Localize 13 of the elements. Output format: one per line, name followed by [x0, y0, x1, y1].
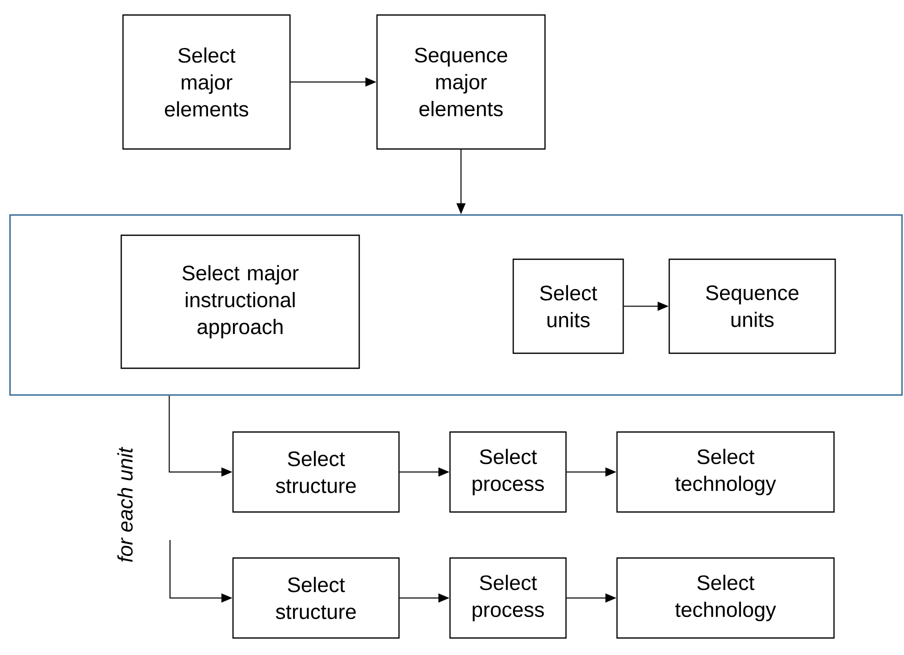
rotated-label: for each unit — [117, 446, 133, 562]
process-box: Select process — [449, 557, 567, 639]
process-box: Select technology — [616, 557, 835, 639]
process-box: Sequence units — [668, 258, 836, 354]
process-box: Sequence major elements — [376, 14, 546, 150]
group-frame — [9, 214, 903, 396]
process-box: Select structure — [232, 431, 400, 513]
process-box: Select technology — [616, 431, 835, 513]
process-box: Select major instructional approach — [120, 234, 360, 369]
process-box: Select units — [512, 258, 624, 354]
process-box: Select structure — [232, 557, 400, 639]
process-box: Select major elements — [122, 14, 291, 150]
process-box: Select process — [449, 431, 567, 513]
